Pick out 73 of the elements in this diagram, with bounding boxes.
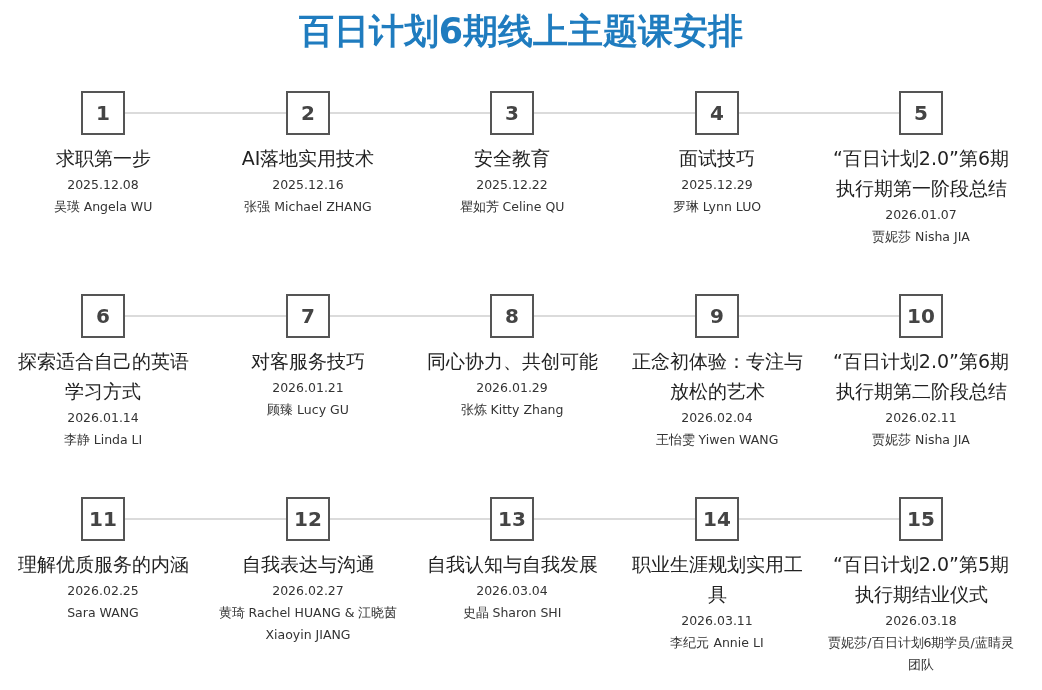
session-title: 自我认知与自我发展 <box>425 552 599 577</box>
number-box: 14 <box>695 497 739 541</box>
speaker-name: 贾妮莎/百日计划6期学员/蓝睛灵团队 <box>827 634 1015 674</box>
session-date: 2026.03.18 <box>884 612 958 630</box>
speaker-name: Sara WANG <box>66 604 140 622</box>
speaker-name: 贾妮莎 Nisha JIA <box>871 431 971 449</box>
number-box: 12 <box>286 497 330 541</box>
number-box: 3 <box>490 91 534 135</box>
session-date: 2025.12.29 <box>680 176 754 194</box>
connector-line <box>124 112 287 114</box>
number-box: 5 <box>899 91 943 135</box>
number-box: 6 <box>81 294 125 338</box>
number-box: 8 <box>490 294 534 338</box>
number-box: 9 <box>695 294 739 338</box>
speaker-name: 李静 Linda LI <box>62 431 144 449</box>
number-box: 2 <box>286 91 330 135</box>
session-title: AI落地实用技术 <box>240 146 376 171</box>
number-box: 1 <box>81 91 125 135</box>
connector-line <box>738 315 900 317</box>
session-date: 2026.03.11 <box>680 612 754 630</box>
session-title: 职业生涯规划实用工具 <box>630 552 804 607</box>
session-date: 2026.02.11 <box>884 409 958 427</box>
session-title: “百日计划2.0”第6期执行期第一阶段总结 <box>832 146 1010 201</box>
speaker-name: 黄琦 Rachel HUANG & 江晓茵 Xiaoyin JIANG <box>217 604 399 644</box>
connector-line <box>329 315 491 317</box>
session-title: “百日计划2.0”第5期执行期结业仪式 <box>832 552 1010 607</box>
session-date: 2025.12.22 <box>475 176 549 194</box>
speaker-name: 张强 Michael ZHANG <box>243 198 373 216</box>
connector-line <box>738 112 900 114</box>
speaker-name: 吴瑛 Angela WU <box>52 198 154 216</box>
speaker-name: 贾妮莎 Nisha JIA <box>871 228 971 246</box>
session-date: 2025.12.08 <box>66 176 140 194</box>
number-box: 11 <box>81 497 125 541</box>
number-box: 13 <box>490 497 534 541</box>
session-title: 安全教育 <box>473 146 551 171</box>
session-date: 2025.12.16 <box>271 176 345 194</box>
session-title: 同心协力、共创可能 <box>425 349 599 374</box>
connector-line <box>533 518 696 520</box>
session-date: 2026.02.27 <box>271 582 345 600</box>
number-box: 10 <box>899 294 943 338</box>
session-title: “百日计划2.0”第6期执行期第二阶段总结 <box>832 349 1010 404</box>
speaker-name: 王怡雯 Yiwen WANG <box>654 431 780 449</box>
session-date: 2026.02.04 <box>680 409 754 427</box>
session-date: 2026.01.29 <box>475 379 549 397</box>
session-date: 2026.01.14 <box>66 409 140 427</box>
session-title: 理解优质服务的内涵 <box>16 552 190 577</box>
session-title: 探索适合自己的英语学习方式 <box>16 349 190 404</box>
speaker-name: 史晶 Sharon SHI <box>461 604 563 622</box>
title: 百日计划6期线上主题课安排 <box>298 10 744 53</box>
speaker-name: 顾臻 Lucy GU <box>266 401 350 419</box>
speaker-name: 罗琳 Lynn LUO <box>671 198 763 216</box>
number-box: 4 <box>695 91 739 135</box>
number-box: 7 <box>286 294 330 338</box>
connector-line <box>533 315 696 317</box>
speaker-name: 瞿如芳 Celine QU <box>458 198 566 216</box>
connector-line <box>738 518 900 520</box>
session-date: 2026.02.25 <box>66 582 140 600</box>
speaker-name: 李纪元 Annie LI <box>669 634 765 652</box>
session-date: 2026.03.04 <box>475 582 549 600</box>
session-title: 对客服务技巧 <box>250 349 366 374</box>
session-title: 求职第一步 <box>54 146 152 171</box>
session-title: 正念初体验：专注与放松的艺术 <box>630 349 804 404</box>
session-title: 面试技巧 <box>678 146 756 171</box>
connector-line <box>329 112 491 114</box>
connector-line <box>124 518 287 520</box>
connector-line <box>329 518 491 520</box>
connector-line <box>533 112 696 114</box>
speaker-name: 张炼 Kitty Zhang <box>459 401 565 419</box>
connector-line <box>124 315 287 317</box>
session-date: 2026.01.07 <box>884 206 958 224</box>
session-date: 2026.01.21 <box>271 379 345 397</box>
session-title: 自我表达与沟通 <box>240 552 376 577</box>
number-box: 15 <box>899 497 943 541</box>
